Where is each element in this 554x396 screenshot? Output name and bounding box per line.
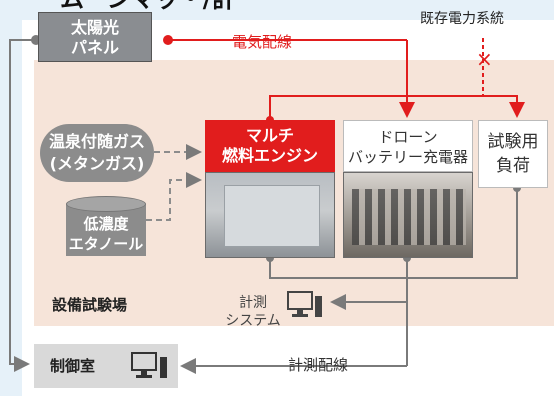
- measurement-system-label: 計測 システム: [222, 294, 284, 334]
- engine-label-box: マルチ 燃料エンジン: [205, 120, 335, 172]
- ethanol-line2: エタノール: [68, 235, 144, 253]
- engine-photo: [205, 172, 335, 258]
- measurement-line1: 計測: [239, 295, 267, 311]
- hot-spring-gas-line2: (メタンガス): [49, 154, 145, 173]
- test-site-label: 設備試験場: [52, 296, 128, 314]
- charger-line2: バッテリー充電器: [347, 148, 468, 166]
- ethanol-fuel-line: [146, 172, 202, 221]
- hot-spring-gas-node: 温泉付随ガス (メタンガス): [40, 124, 154, 182]
- control-room-label: 制御室: [50, 357, 96, 375]
- engine-line1: マルチ: [245, 126, 294, 145]
- grid-cut-mark: ×: [476, 47, 493, 71]
- hot-spring-gas-line1: 温泉付随ガス: [48, 132, 145, 151]
- electrical-wiring-label: 電気配線: [232, 33, 293, 51]
- grid-label: 既存電力系統: [420, 11, 504, 27]
- charger-photo: [343, 172, 473, 258]
- ethanol-line1: 低濃度: [83, 215, 129, 233]
- computer-icon: [130, 351, 170, 381]
- test-load-line2: 負荷: [496, 156, 530, 176]
- measure-bus-line: [269, 188, 518, 279]
- test-load-line1: 試験用: [487, 132, 539, 152]
- monitor-icon: [286, 290, 324, 320]
- solar-panel-line1: 太陽光: [70, 18, 119, 37]
- charger-label-box: ドローン バッテリー充電器: [343, 120, 473, 172]
- ethanol-tank-top: [66, 196, 146, 212]
- measurement-wiring-label: 計測配線: [288, 356, 349, 374]
- panel-to-control-line: [9, 39, 36, 372]
- control-room-box: [34, 344, 178, 388]
- engine-line2: 燃料エンジン: [221, 146, 318, 165]
- measurement-line2: システム: [225, 313, 281, 329]
- test-load-box: 試験用 負荷: [478, 120, 548, 188]
- solar-panel-line2: パネル: [70, 38, 119, 57]
- ethanol-tank-node: 低濃度 エタノール: [66, 204, 146, 256]
- charger-line1: ドローン: [378, 128, 438, 146]
- cropped-title-text: ムーンマッ・/計: [60, 0, 390, 12]
- solar-output-dot: [163, 35, 173, 45]
- solar-panel-box: 太陽光 パネル: [38, 12, 152, 62]
- electric-wire-engine-to-load: [269, 95, 525, 120]
